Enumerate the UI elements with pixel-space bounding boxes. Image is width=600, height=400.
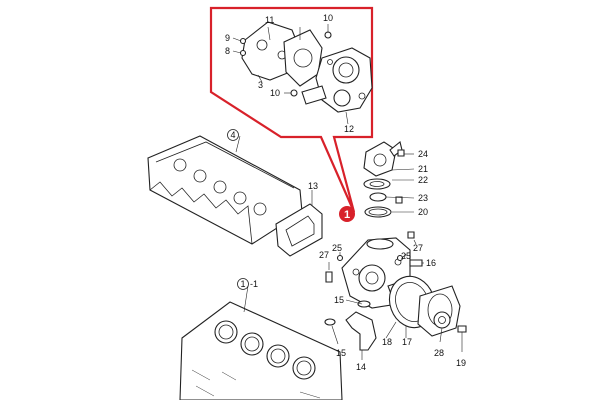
label-11: 11: [265, 15, 274, 25]
label-26: 16: [426, 258, 436, 268]
label-9: 9: [225, 33, 230, 43]
label-21: 21: [418, 164, 428, 174]
label-18: 18: [382, 337, 392, 347]
label-23: 23: [418, 193, 428, 203]
thermostat-housing: [363, 141, 403, 177]
cylinder-block: [179, 301, 343, 400]
label-1: 1: [240, 279, 245, 289]
label-20: 20: [418, 207, 428, 217]
label-25-right: 25: [401, 251, 411, 261]
seal-ring: [364, 206, 392, 218]
label-4: 4: [230, 130, 235, 140]
detail-water-pump: [301, 47, 373, 113]
label-24: 24: [418, 149, 428, 159]
housing-bolts: [395, 149, 405, 204]
thermostat: [363, 178, 391, 190]
label-ring-4: [227, 129, 239, 141]
label-3: 3: [258, 80, 263, 90]
label-10-bottom: 10: [270, 88, 280, 98]
label-12: 12: [344, 124, 354, 134]
label-10-top: 10: [323, 13, 333, 23]
main-leaders: [235, 135, 463, 360]
bypass-hose: [345, 311, 377, 351]
label-14: 14: [356, 362, 366, 372]
cylinder-head: [147, 135, 303, 245]
label-8: 8: [225, 46, 230, 56]
hose-clip: [324, 300, 371, 326]
label-ring-1: [237, 278, 249, 290]
pump-bolts: [325, 231, 423, 283]
label-27-right: 27: [413, 243, 423, 253]
pump-gasket: [275, 203, 323, 257]
label-19: 19: [456, 358, 466, 368]
label-15-upper: 15: [334, 295, 344, 305]
detail-leaders: [232, 24, 349, 125]
label-25-left: 25: [332, 243, 342, 253]
label-17: 17: [402, 337, 412, 347]
pulley-bolt: [457, 325, 467, 333]
label-28: 28: [434, 348, 444, 358]
label-13: 13: [308, 181, 318, 191]
fan-spacer: [433, 311, 451, 329]
callout-badge-number: 1: [344, 209, 350, 221]
label-27-left: 27: [319, 250, 329, 260]
o-ring: [369, 192, 387, 202]
label-15-lower: 15: [336, 348, 346, 358]
callout-badge: 1: [339, 206, 355, 222]
label-1-suffix: -1: [250, 279, 258, 289]
label-22: 22: [418, 175, 428, 185]
